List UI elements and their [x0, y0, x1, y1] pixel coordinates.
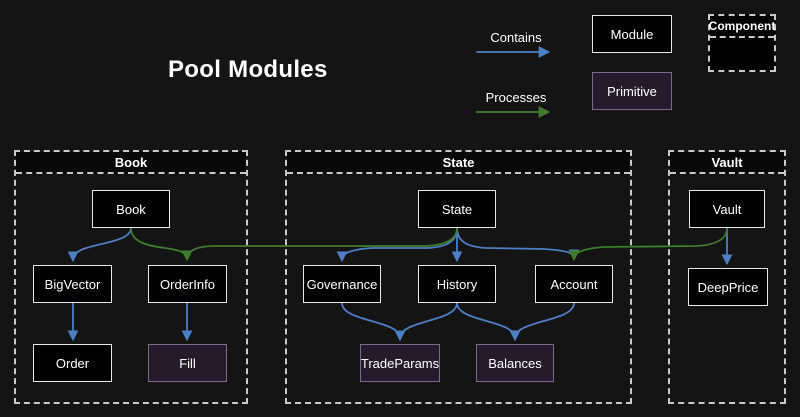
node-fill: Fill [148, 344, 227, 382]
node-history: History [418, 265, 496, 303]
node-governance: Governance [303, 265, 381, 303]
node-order: Order [33, 344, 112, 382]
legend-processes-label: Processes [485, 90, 547, 105]
container-vault-header: Vault [670, 152, 784, 174]
node-bigvector: BigVector [33, 265, 112, 303]
legend-component-box: Component [708, 14, 776, 72]
legend-module-box: Module [592, 15, 672, 53]
container-state-header: State [287, 152, 630, 174]
container-state: State [285, 150, 632, 404]
node-state: State [418, 190, 496, 228]
node-vault: Vault [689, 190, 765, 228]
node-balances: Balances [476, 344, 554, 382]
container-book: Book [14, 150, 248, 404]
container-vault: Vault [668, 150, 786, 404]
contains-arrow-icon [476, 46, 551, 58]
node-deepprice: DeepPrice [688, 268, 768, 306]
legend-primitive-box: Primitive [592, 72, 672, 110]
node-book: Book [92, 190, 170, 228]
node-tradeparams: TradeParams [360, 344, 440, 382]
page-title: Pool Modules [168, 56, 328, 83]
legend-contains-label: Contains [490, 30, 542, 45]
legend-component-label: Component [709, 16, 775, 38]
node-orderinfo: OrderInfo [148, 265, 227, 303]
processes-arrow-icon [476, 106, 551, 118]
container-book-header: Book [16, 152, 246, 174]
node-account: Account [535, 265, 613, 303]
